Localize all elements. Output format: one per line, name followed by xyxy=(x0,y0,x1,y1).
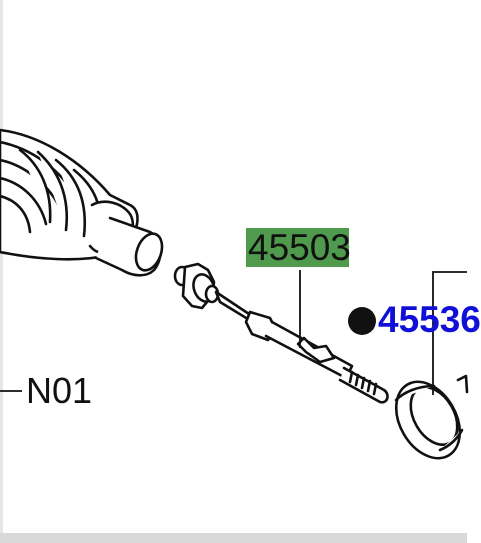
steering-rack-housing xyxy=(0,128,164,277)
boot-clamp xyxy=(394,374,469,460)
part-label-45503[interactable]: 45503 xyxy=(248,227,351,268)
leader-45536 xyxy=(432,271,467,395)
ref-label-n01: N01 xyxy=(26,370,93,411)
frame-bottom-edge xyxy=(0,533,467,543)
diagram-canvas xyxy=(0,128,469,460)
frame-left-edge xyxy=(0,0,3,533)
tie-rod xyxy=(214,290,389,404)
bullet-dot xyxy=(348,307,376,335)
part-label-45536[interactable]: 45536 xyxy=(378,299,481,340)
part-45503-highlight xyxy=(246,228,349,267)
ball-joint xyxy=(173,262,220,310)
